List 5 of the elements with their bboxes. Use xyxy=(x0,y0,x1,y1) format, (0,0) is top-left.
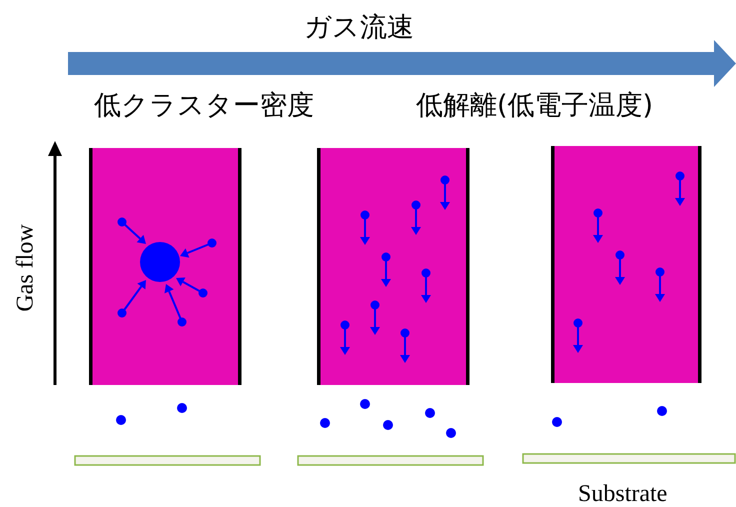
axis-title: ガス流速 xyxy=(304,14,414,41)
region-label: 低クラスター密度 xyxy=(94,92,314,119)
part-label: Substrate xyxy=(578,482,668,506)
region-label: 低解離(低電子温度) xyxy=(416,92,654,119)
axis-title: Gas flow xyxy=(13,224,38,312)
